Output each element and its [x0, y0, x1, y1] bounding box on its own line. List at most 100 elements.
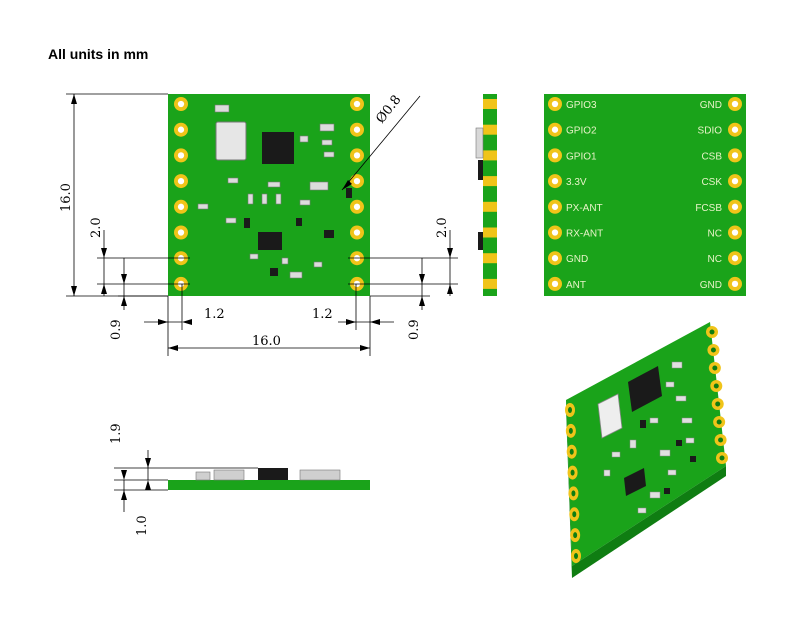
- pin-label-left: GPIO3: [566, 100, 597, 111]
- pads-right: [350, 97, 364, 291]
- top-view: 16.0 2.0 2.0 0.9 0.9 1.2 1.2 16.0 Ø0.8: [59, 93, 458, 356]
- top-pad-right-6-hole: [353, 229, 361, 236]
- bottom-pad-left-6-hole: [551, 229, 559, 236]
- bottom-pad-left-2-hole: [551, 126, 559, 133]
- bottom-pad-left-8-hole: [551, 280, 559, 288]
- top-pad-right-1-hole: [353, 100, 361, 108]
- pin-label-left: RX-ANT: [566, 229, 603, 240]
- edge-pad-1: [483, 99, 497, 109]
- edge-pad-3: [483, 150, 497, 161]
- bottom-pad-right-8-hole: [731, 280, 739, 288]
- height-label: 16.0: [59, 183, 74, 212]
- edge-left-label: 0.9: [109, 319, 124, 340]
- pin-label-left: 3.3V: [566, 177, 587, 188]
- top-pad-right-5-hole: [353, 203, 361, 210]
- iso-pad-right-hole: [718, 437, 724, 443]
- switch-chip: [258, 232, 282, 250]
- bottom-pad-left-7-hole: [551, 255, 559, 262]
- iso-pad-left-hole: [568, 407, 572, 413]
- iso-rf-chip: [628, 366, 662, 412]
- bottom-pad-left-1-hole: [551, 100, 559, 108]
- pin-label-right: GND: [700, 100, 722, 111]
- pin-label-right: SDIO: [698, 126, 723, 137]
- side-board-label: 1.0: [135, 515, 150, 536]
- profile-arrows: [121, 458, 151, 500]
- iso-pad-right-hole: [719, 455, 725, 461]
- top-dimension-lines: [66, 93, 458, 356]
- pin-label-right: NC: [708, 254, 722, 265]
- bottom-pad-left-3-hole: [551, 152, 559, 159]
- top-pad-left-6-hole: [177, 229, 185, 236]
- iso-pad-left-hole: [571, 490, 576, 497]
- top-pad-left-2-hole: [177, 126, 185, 133]
- passive-components: [197, 104, 335, 279]
- bottom-pad-right-5-hole: [731, 203, 739, 210]
- pin-label-left: GND: [566, 254, 588, 265]
- iso-pad-right-hole: [716, 419, 722, 425]
- iso-pad-right-hole: [710, 347, 716, 353]
- side-total-label: 1.9: [109, 423, 124, 444]
- pcb-bottom: [544, 94, 746, 296]
- top-pad-right-3-hole: [353, 152, 361, 159]
- iso-pad-right-hole: [715, 401, 721, 407]
- bottom-pad-left-5-hole: [551, 203, 559, 210]
- iso-switch-chip: [624, 468, 646, 496]
- pin-label-left: PX-ANT: [566, 203, 603, 214]
- page-title: All units in mm: [48, 46, 149, 62]
- iso-pcb-edge-front: [572, 466, 726, 578]
- pin-label-right: CSB: [701, 151, 722, 162]
- bottom-pad-right-3-hole: [731, 152, 739, 159]
- pin-label-right: NC: [708, 229, 722, 240]
- profile-components: [195, 469, 341, 481]
- edge-chip: [478, 160, 483, 180]
- pin-label-right: CSK: [701, 177, 722, 188]
- top-pad-left-1-hole: [177, 100, 185, 108]
- top-pad-left-5-hole: [177, 203, 185, 210]
- pad-offset-right-label: 1.2: [312, 307, 333, 322]
- edge-pad-8: [483, 278, 497, 289]
- pad-offset-left-label: 1.2: [204, 307, 225, 322]
- edge-pads: [483, 99, 497, 289]
- width-label: 16.0: [252, 334, 281, 349]
- edge-switch: [478, 232, 483, 250]
- bottom-pads: [548, 97, 742, 291]
- rf-chip: [262, 132, 294, 164]
- dark-components: [244, 188, 352, 276]
- crystal: [215, 121, 247, 161]
- iso-pad-right-hole: [709, 329, 715, 335]
- profile-pcb: [168, 480, 370, 490]
- bottom-pad-right-2-hole: [731, 126, 739, 133]
- bottom-pad-right-1-hole: [731, 100, 739, 108]
- pin-label-left: GPIO1: [566, 151, 597, 162]
- iso-pad-right-hole: [713, 383, 719, 389]
- edge-view: [475, 94, 497, 296]
- bottom-pad-right-4-hole: [731, 177, 739, 185]
- iso-pads: [565, 326, 728, 563]
- bottom-pad-left-4-hole: [551, 177, 559, 185]
- iso-crystal: [597, 393, 623, 439]
- pin-label-right: FCSB: [695, 203, 722, 214]
- pitch-left-label: 2.0: [89, 217, 104, 238]
- top-pad-left-3-hole: [177, 152, 185, 159]
- iso-pad-left-hole: [568, 427, 573, 434]
- hole-label: Ø0.8: [373, 93, 404, 127]
- iso-pad-right-hole: [712, 365, 718, 371]
- bottom-pad-right-7-hole: [731, 255, 739, 262]
- iso-pad-left-hole: [569, 448, 574, 455]
- edge-right-label: 0.9: [407, 319, 422, 340]
- dimension-arrows: [71, 94, 453, 351]
- edge-pad-5: [483, 201, 497, 212]
- edge-pad-2: [483, 124, 497, 135]
- top-pad-left-4-hole: [177, 177, 185, 185]
- edge-crystal: [475, 127, 484, 159]
- top-pad-right-2-hole: [353, 126, 361, 133]
- pin-label-left: GPIO2: [566, 126, 597, 137]
- bottom-pad-right-6-hole: [731, 229, 739, 236]
- isometric-view: [565, 322, 728, 578]
- pin-label-left: ANT: [566, 280, 586, 291]
- iso-dark-parts: [640, 420, 696, 494]
- iso-pcb-top: [566, 322, 726, 566]
